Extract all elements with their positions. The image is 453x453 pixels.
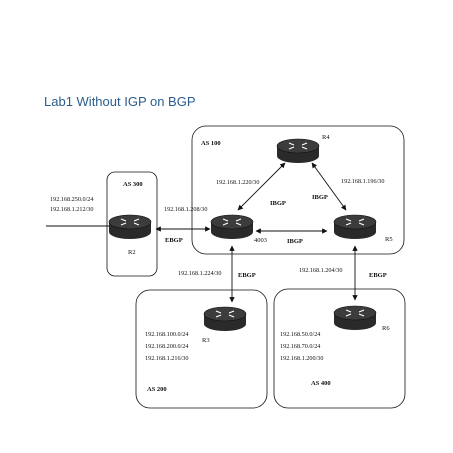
diagram-title: Lab1 Without IGP on BGP <box>44 94 196 109</box>
link-label-ebgp-r1-r3: EBGP <box>238 272 256 279</box>
link-label-ebgp-r5-r6: EBGP <box>369 272 387 279</box>
subnet-r1-r4: 192.168.1.220/30 <box>216 179 260 186</box>
router-r6-label: R6 <box>382 325 390 332</box>
router-r6-icon <box>333 305 377 330</box>
link-label-ibgp-r1-r5: IBGP <box>287 238 303 245</box>
link-r4-r5 <box>311 162 347 211</box>
subnet-r6-net3: 192.168.1.200/30 <box>280 355 324 362</box>
subnet-r2-net2: 192.168.1.212/30 <box>50 206 94 213</box>
as100-box <box>191 125 405 255</box>
link-label-ebgp-r2-r1: EBGP <box>165 237 183 244</box>
router-r1-icon <box>210 214 254 239</box>
subnet-r3-net2: 192.168.200.0/24 <box>145 343 189 350</box>
router-r2-label: R2 <box>128 249 136 256</box>
subnet-r4-r5: 192.168.1.196/30 <box>341 178 385 185</box>
as300-label: AS 300 <box>123 181 143 188</box>
as300-box <box>106 171 158 277</box>
router-r5-icon <box>333 214 377 239</box>
subnet-r6-net1: 192.168.50.0/24 <box>280 331 320 338</box>
subnet-r6-net2: 192.168.70.0/24 <box>280 343 320 350</box>
subnet-r3-net1: 192.168.100.0/24 <box>145 331 189 338</box>
router-r4-icon <box>276 138 320 163</box>
subnet-r5-r6: 192.168.1.204/30 <box>299 267 343 274</box>
router-r3-label: R3 <box>202 337 210 344</box>
subnet-r2-net1: 192.168.250.0/24 <box>50 196 94 203</box>
as200-label: AS 200 <box>147 386 167 393</box>
as400-label: AS 400 <box>311 380 331 387</box>
subnet-r2-r1: 192.168.1.208/30 <box>164 206 208 213</box>
as200-box <box>135 289 268 409</box>
router-r4-label: R4 <box>322 134 330 141</box>
link-label-ibgp-r1-r4: IBGP <box>270 200 286 207</box>
router-r2-icon <box>108 214 152 239</box>
link-r1-r4 <box>237 162 286 211</box>
subnet-r1-r3: 192.168.1.224/30 <box>178 270 222 277</box>
router-r3-icon <box>203 306 247 331</box>
as100-label: AS 100 <box>201 140 221 147</box>
link-label-ibgp-r4-r5: IBGP <box>312 194 328 201</box>
router-r1-label: 4003 <box>254 237 267 244</box>
subnet-r3-net3: 192.168.1.216/30 <box>145 355 189 362</box>
as400-box <box>273 288 406 409</box>
router-r5-label: R5 <box>385 236 393 243</box>
